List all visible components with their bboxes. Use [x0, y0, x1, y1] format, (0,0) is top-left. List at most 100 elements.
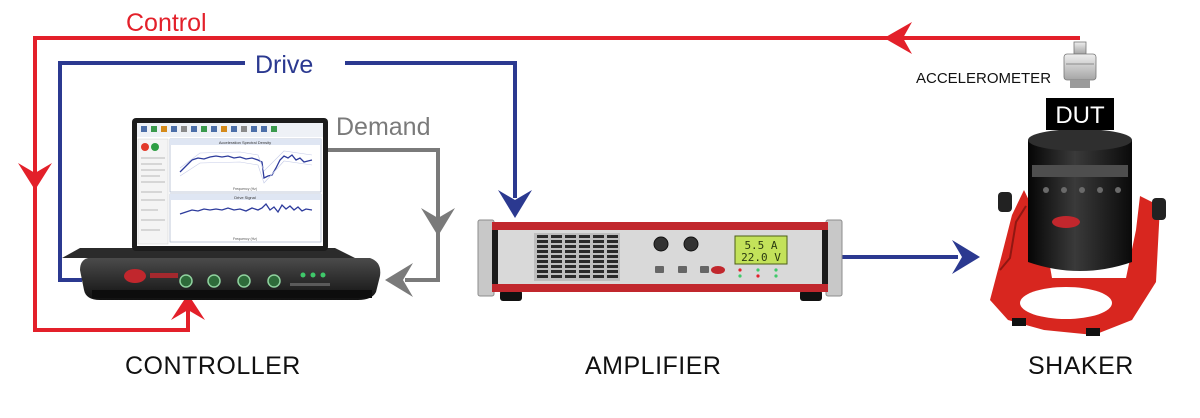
vent-slot	[565, 275, 576, 278]
shaker-caption: SHAKER	[1028, 352, 1134, 380]
drive-chart-trace	[179, 202, 313, 215]
vent-slot	[593, 270, 604, 273]
drive-chart-title: Drive Signal	[234, 195, 256, 200]
vent-slot	[579, 260, 590, 263]
controller-logo-icon	[124, 269, 146, 283]
vent-slot	[537, 265, 548, 268]
vent-slot	[537, 250, 548, 253]
trunnion-opening	[1020, 287, 1112, 319]
vent-slot	[593, 245, 604, 248]
shaker-armature	[1028, 129, 1132, 151]
shaker-device: DUT	[990, 41, 1166, 336]
vent-slot	[593, 250, 604, 253]
toolbar-icons	[141, 126, 277, 132]
control-arrow-left	[884, 22, 912, 54]
vent-slot	[565, 235, 576, 238]
control-line	[33, 36, 1080, 332]
accelerometer-label: ACCELEROMETER	[916, 70, 1052, 87]
drive-label: Drive	[255, 51, 314, 79]
vent-slot	[607, 265, 618, 268]
amplifier-rack-right	[825, 219, 843, 297]
vent-slot	[551, 250, 562, 253]
vent-slot	[607, 245, 618, 248]
shaker-logo-icon	[1052, 216, 1080, 228]
start-icon	[151, 143, 159, 151]
controller-connectors	[179, 274, 281, 288]
vent-slot	[607, 275, 618, 278]
vent-slot	[579, 240, 590, 243]
drive-line	[58, 61, 958, 282]
amplifier-display	[734, 235, 788, 265]
vent-slot	[579, 265, 590, 268]
vent-slot	[579, 270, 590, 273]
vent-slot	[607, 235, 618, 238]
demand-arrow-left	[385, 263, 413, 297]
vent-slot	[551, 260, 562, 263]
level-knob-icon	[683, 236, 699, 252]
vent-slot	[537, 275, 548, 278]
controller-box	[80, 258, 381, 300]
vent-slot	[565, 265, 576, 268]
amplifier-red-accent	[492, 222, 828, 230]
vent-slot	[537, 235, 548, 238]
controller-caption: CONTROLLER	[125, 352, 301, 380]
vent-slot	[537, 270, 548, 273]
vent-slot	[593, 260, 604, 263]
vent-slot	[579, 245, 590, 248]
vent-slot	[565, 260, 576, 263]
vent-slot	[537, 240, 548, 243]
demand-arrow-down	[421, 208, 455, 236]
shaker-knob-right	[1152, 198, 1166, 220]
vent-slot	[565, 270, 576, 273]
vent-slot	[565, 255, 576, 258]
amplifier-logo-icon	[711, 266, 725, 274]
control-arrow-up	[171, 294, 205, 320]
vent-slot	[579, 250, 590, 253]
asd-chart-panel	[169, 138, 322, 193]
controller-leds	[300, 272, 326, 278]
vent-slot	[537, 260, 548, 263]
vent-slot	[607, 250, 618, 253]
vent-slot	[593, 240, 604, 243]
stop-icon	[141, 143, 149, 151]
controller-device: Acceleration Spectral Density Frequency …	[62, 118, 381, 300]
demand-line	[326, 148, 440, 282]
drive-arrow-right	[952, 240, 980, 274]
vent-slot	[551, 275, 562, 278]
drive-chart-panel	[169, 193, 322, 243]
vent-slots	[537, 235, 618, 278]
vent-slot	[579, 235, 590, 238]
vent-slot	[607, 260, 618, 263]
control-arrow-down	[18, 163, 52, 190]
amplifier-caption: AMPLIFIER	[585, 352, 722, 380]
vent-slot	[593, 235, 604, 238]
vent-slot	[551, 235, 562, 238]
vent-slot	[565, 240, 576, 243]
vent-slot	[593, 265, 604, 268]
demand-label: Demand	[336, 113, 431, 141]
vent-slot	[551, 270, 562, 273]
vent-slot	[593, 255, 604, 258]
vent-slot	[551, 245, 562, 248]
amplifier-device: 5.5 A 22.0 V	[477, 219, 843, 301]
amplifier-vent	[534, 233, 620, 281]
vent-slot	[537, 255, 548, 258]
asd-chart-title: Acceleration Spectral Density	[219, 140, 271, 145]
vent-slot	[565, 245, 576, 248]
vent-slot	[607, 255, 618, 258]
display-current: 5.5 A	[744, 239, 777, 252]
vent-slot	[551, 255, 562, 258]
amplifier-buttons	[655, 266, 709, 273]
accelerometer-sensor-icon	[1063, 41, 1097, 88]
vent-slot	[607, 270, 618, 273]
vent-slot	[551, 240, 562, 243]
vent-slot	[537, 245, 548, 248]
drive-x-axis-label: Frequency (Hz)	[233, 237, 257, 241]
dut-label: DUT	[1055, 102, 1105, 129]
shaker-body	[1028, 140, 1132, 271]
shaker-vent-holes	[1043, 187, 1121, 193]
amplifier-feet	[500, 290, 522, 301]
gain-knob-icon	[653, 236, 669, 252]
vent-slot	[593, 275, 604, 278]
